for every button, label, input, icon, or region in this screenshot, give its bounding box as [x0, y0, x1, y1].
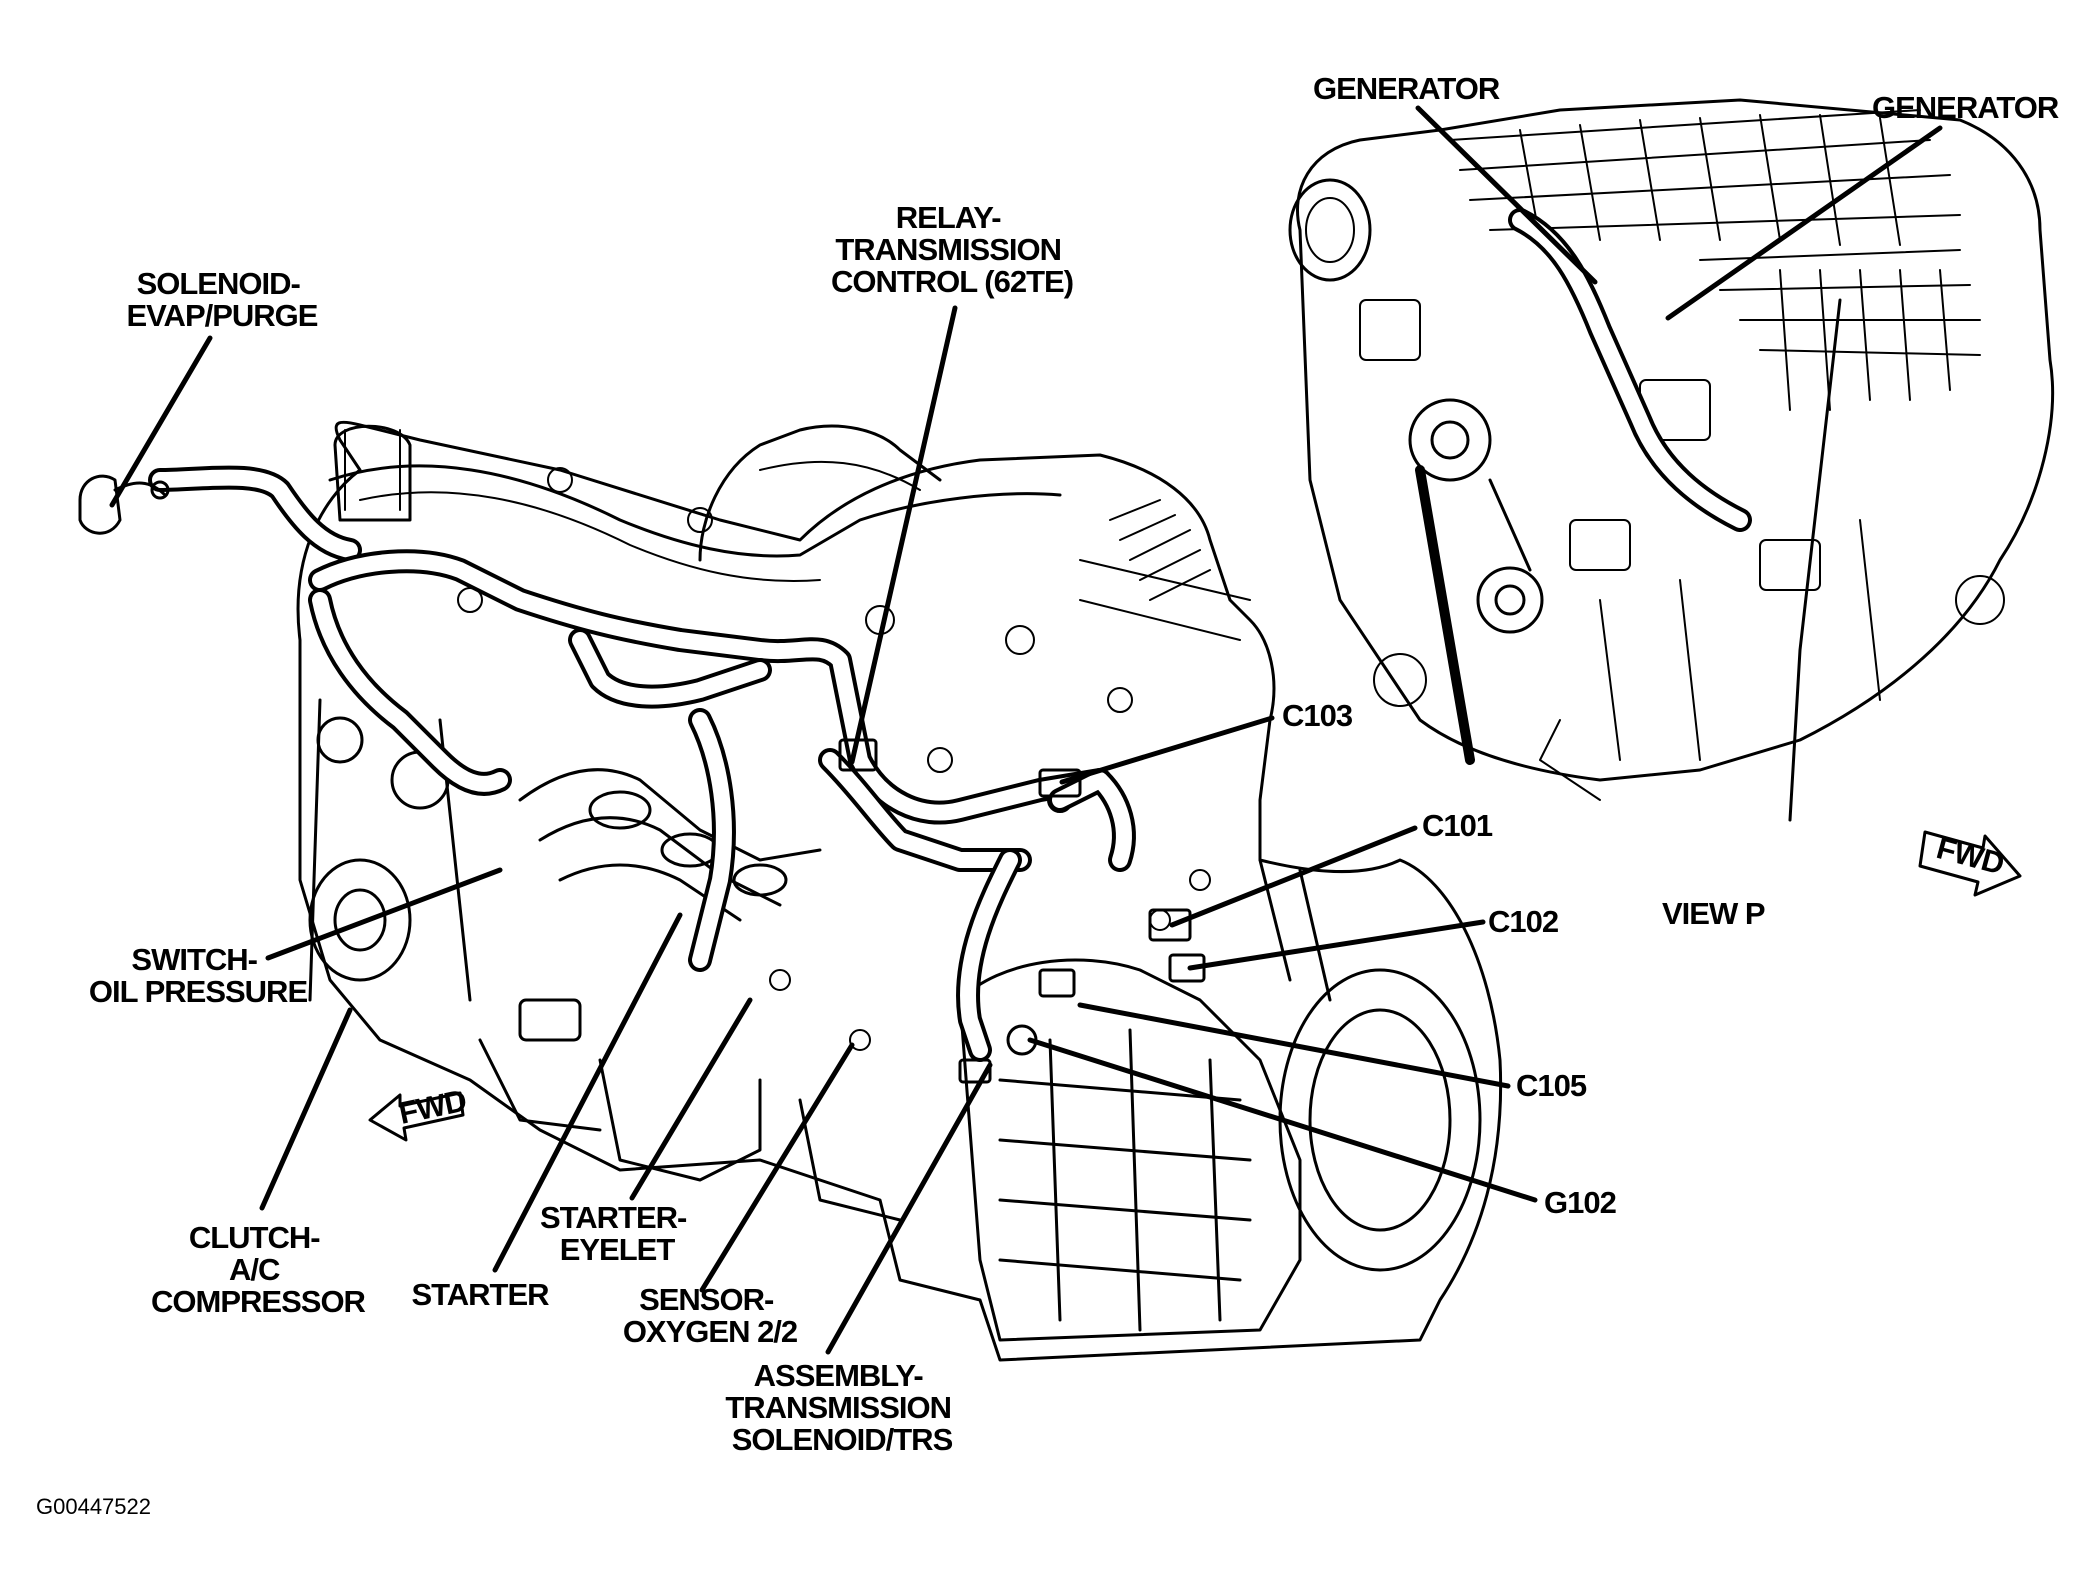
label-assembly-trans: ASSEMBLY- TRANSMISSION SOLENOID/TRS: [725, 1358, 958, 1457]
label-solenoid-evap: SOLENOID- EVAP/PURGE: [127, 266, 318, 333]
label-c103: C103: [1282, 698, 1353, 733]
leader-c105: [1077, 1002, 1511, 1089]
label-g102: G102: [1544, 1185, 1616, 1220]
label-generator-2: GENERATOR: [1872, 90, 2059, 125]
label-c101: C101: [1422, 808, 1493, 843]
label-starter: STARTER: [411, 1277, 549, 1312]
leader-solenoid-evap: [109, 335, 213, 508]
view-p-inset-illustration: [1288, 98, 2054, 822]
fwd-arrow-main-text: FWD: [396, 1082, 470, 1130]
fwd-arrow-inset: FWD: [1918, 830, 2022, 897]
leader-generator-2: [1665, 125, 1943, 321]
label-sensor-oxygen: SENSOR- OXYGEN 2/2: [623, 1282, 797, 1349]
leader-sensor-oxygen: [699, 1042, 855, 1293]
label-starter-eyelet: STARTER- EYELET: [540, 1200, 694, 1267]
callout-labels: SOLENOID- EVAP/PURGE RELAY- TRANSMISSION…: [89, 71, 2060, 1457]
label-relay-transmission: RELAY- TRANSMISSION CONTROL (62TE): [831, 200, 1073, 299]
leader-c103: [1059, 715, 1275, 785]
label-switch-oil: SWITCH- OIL PRESSURE: [89, 942, 308, 1009]
leader-g102: [1027, 1037, 1538, 1203]
label-c102: C102: [1488, 904, 1558, 939]
leader-c101: [1169, 825, 1418, 928]
label-c105: C105: [1516, 1068, 1587, 1103]
leader-assembly-trans: [825, 1062, 993, 1355]
fwd-arrow-main: FWD: [368, 1082, 470, 1142]
leader-switch-oil: [265, 867, 503, 961]
leader-generator-1: [1415, 105, 1598, 285]
label-clutch-ac: CLUTCH- A/C COMPRESSOR: [151, 1220, 366, 1319]
leader-c102: [1187, 919, 1486, 971]
main-engine-illustration: [78, 420, 1503, 1362]
leader-lines: [109, 105, 1943, 1355]
wiring-harness: [148, 465, 1136, 1062]
figure-id: G00447522: [36, 1494, 151, 1519]
label-generator-1: GENERATOR: [1313, 71, 1500, 106]
leader-starter-eyelet: [629, 997, 753, 1201]
label-view-p: VIEW P: [1662, 896, 1765, 931]
leader-clutch-ac: [259, 1007, 353, 1211]
leader-relay-transmission: [849, 305, 958, 765]
leader-starter: [492, 912, 683, 1273]
